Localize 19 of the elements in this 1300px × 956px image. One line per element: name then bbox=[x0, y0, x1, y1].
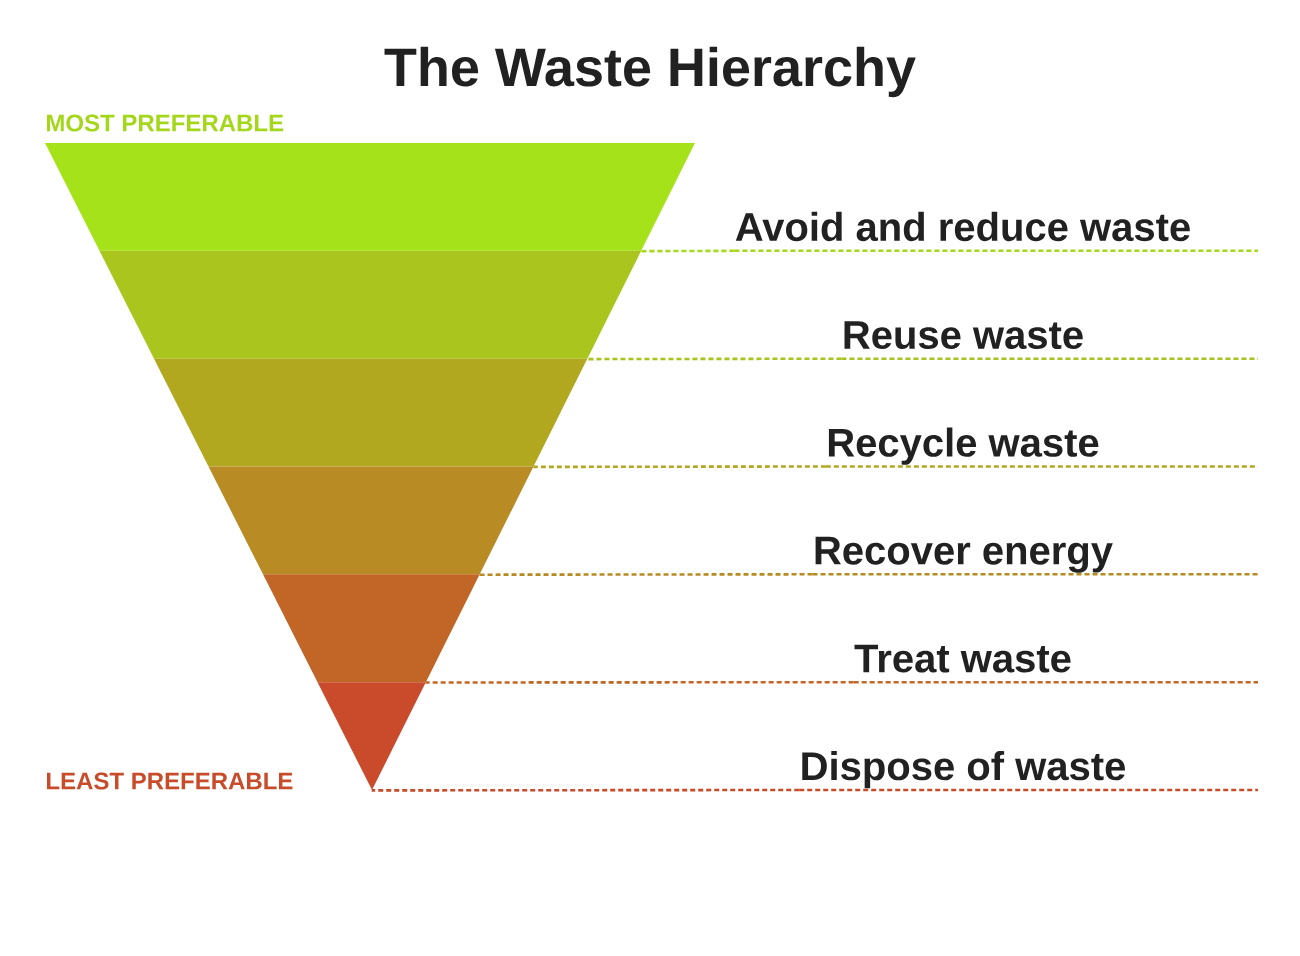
level-label: Reuse waste bbox=[844, 321, 1083, 350]
pyramid-band bbox=[154, 358, 588, 467]
level-label: Avoid and reduce waste bbox=[735, 211, 1190, 242]
pyramid-band bbox=[263, 574, 480, 683]
level-label: Dispose of waste bbox=[802, 751, 1125, 789]
level-label: Treat waste bbox=[854, 644, 1071, 673]
pyramid-band bbox=[317, 682, 426, 790]
pyramid-band bbox=[208, 466, 534, 575]
pyramid-band bbox=[99, 250, 642, 359]
leader-line bbox=[425, 680, 854, 684]
leader-line bbox=[479, 573, 813, 576]
leader-line bbox=[586, 357, 842, 361]
scale-label: LEAST PREFERABLE bbox=[47, 772, 293, 790]
level-label: Recover energy bbox=[815, 536, 1113, 573]
leader-line bbox=[640, 249, 735, 253]
level-label: Recycle waste bbox=[828, 427, 1099, 465]
leader-line bbox=[371, 788, 800, 792]
leader-line bbox=[533, 465, 826, 469]
title: The Waste Hierarchy bbox=[384, 46, 916, 98]
